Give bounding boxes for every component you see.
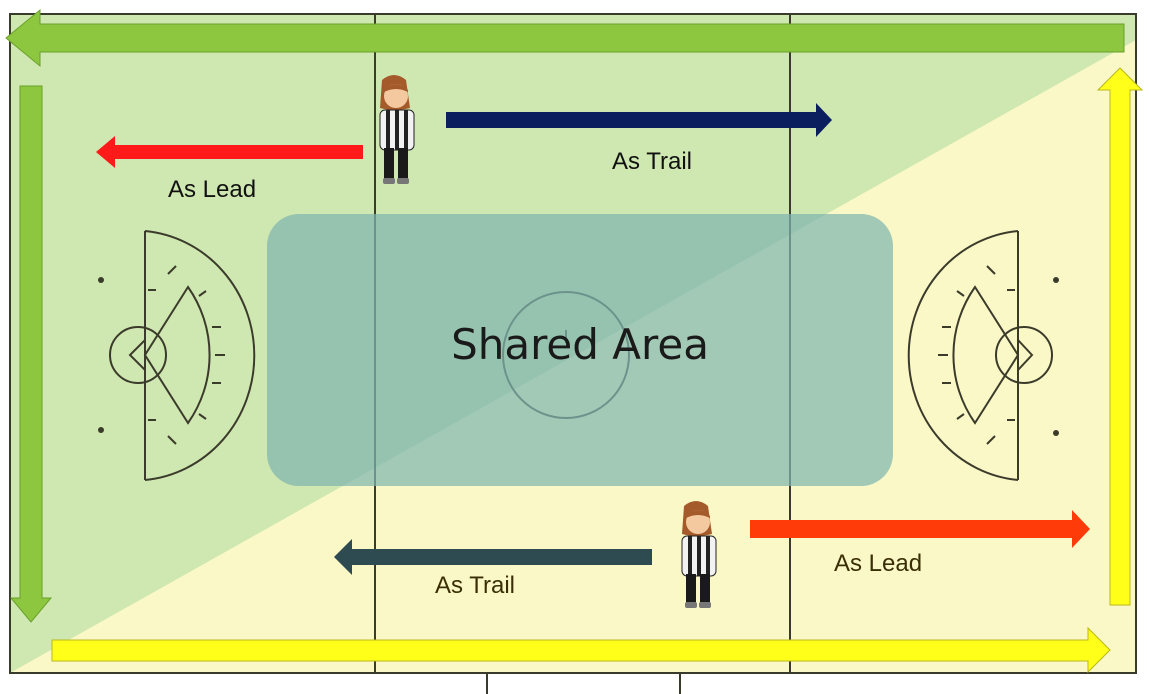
bottom-trail-label: As Trail	[435, 572, 516, 599]
left-green-arrow	[9, 85, 53, 623]
left-dot-upper	[98, 277, 104, 283]
shared-area-label: Shared Area	[451, 320, 709, 369]
bottom-yellow-arrow	[51, 626, 1111, 674]
shared-area-box	[267, 214, 893, 486]
top-trail-arrow	[446, 103, 832, 137]
top-green-arrow	[5, 8, 1125, 68]
top-referee-icon	[379, 75, 415, 184]
field-boundary	[9, 13, 1137, 674]
top-lead-label: As Lead	[168, 176, 257, 203]
bottom-lead-arrow	[750, 510, 1090, 548]
right-yellow-arrow	[1096, 67, 1144, 606]
right-dot-lower	[1053, 430, 1059, 436]
top-trail-label: As Trail	[612, 148, 693, 175]
right-dot-upper	[1053, 277, 1059, 283]
bottom-lead-label: As Lead	[834, 550, 923, 577]
right-goal-area	[907, 230, 1053, 481]
left-dot-lower	[98, 427, 104, 433]
bottom-trail-arrow	[334, 539, 652, 575]
top-lead-arrow	[96, 136, 363, 168]
bottom-referee-icon	[681, 501, 717, 608]
left-goal-area	[109, 230, 256, 481]
